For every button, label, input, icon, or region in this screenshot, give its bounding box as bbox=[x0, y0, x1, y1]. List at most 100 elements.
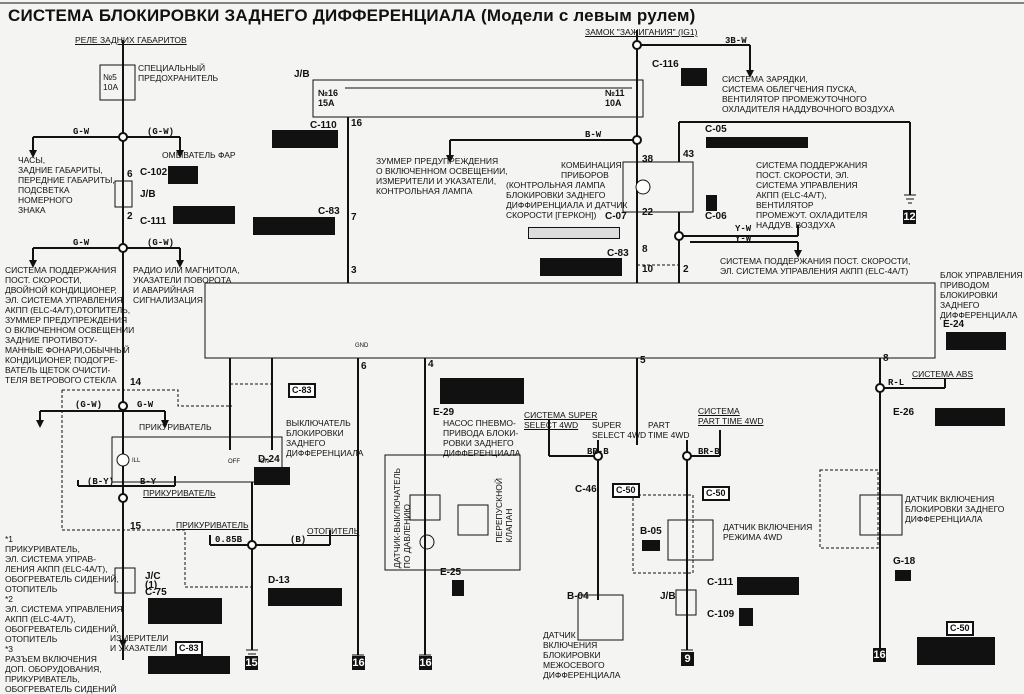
label-rear-diff-sensor: ДАТЧИК ВКЛЮЧЕНИЯ БЛОКИРОВКИ ЗАДНЕГО ДИФФ… bbox=[905, 494, 1005, 524]
label-ill: ILL bbox=[132, 458, 141, 464]
pin-38: 38 bbox=[642, 154, 654, 165]
fuse-16: №16 15A bbox=[318, 88, 339, 108]
label-cruise-group: СИСТЕМА ПОДДЕРЖАНИЯ ПОСТ. СКОРОСТИ, ДВОЙ… bbox=[5, 265, 135, 385]
connector-b05: B-05 bbox=[640, 526, 662, 537]
pin-2: 2 bbox=[127, 211, 133, 222]
connector-c111-bottom: C-111 bbox=[707, 577, 734, 588]
pin-16: 16 bbox=[351, 118, 363, 129]
pin-7: 7 bbox=[351, 212, 357, 223]
connector-e24: E-24 bbox=[943, 319, 965, 330]
special-fuse-label: СПЕЦИАЛЬНЫЙ ПРЕДОХРАНИТЕЛЬ bbox=[138, 63, 219, 83]
wire-gw-paren-3: (G-W) bbox=[75, 400, 103, 410]
connector-e26-icon bbox=[935, 408, 1005, 426]
connector-e25-icon bbox=[452, 580, 464, 596]
junction-block-left: J/B bbox=[140, 189, 156, 200]
ignition-switch-label: ЗАМОК "ЗАЖИГАНИЯ" (IG1) bbox=[585, 27, 698, 37]
tag-c50-3: C-50 bbox=[946, 621, 974, 636]
wire-gw-paren-2: (G-W) bbox=[147, 238, 175, 248]
pin-10: 10 bbox=[642, 264, 654, 275]
label-part-time: PART TIME 4WD bbox=[648, 420, 690, 440]
label-super-select-system: СИСТЕМА SUPER SELECT 4WD bbox=[524, 410, 598, 430]
connector-e25: E-25 bbox=[440, 567, 462, 578]
label-gauges: ИЗМЕРИТЕЛИ И УКАЗАТЕЛИ bbox=[110, 633, 169, 653]
pin-8: 8 bbox=[642, 244, 648, 255]
connector-d24: D-24 bbox=[258, 454, 280, 465]
connector-c110: C-110 bbox=[310, 120, 337, 131]
label-lock-switch: ВЫКЛЮЧАТЕЛЬ БЛОКИРОВКИ ЗАДНЕГО ДИФФЕРЕНЦ… bbox=[286, 418, 364, 458]
label-abs: СИСТЕМА ABS bbox=[912, 369, 974, 379]
connector-c05-icon bbox=[706, 137, 808, 148]
footnotes: *1 ПРИКУРИВАТЕЛЬ, ЭЛ. СИСТЕМА УПРАВ- ЛЕН… bbox=[5, 534, 123, 694]
label-heater: ОТОПИТЕЛЬ bbox=[307, 526, 360, 536]
connector-c75-icon bbox=[148, 598, 222, 624]
label-cigar-lighter-3: ПРИКУРИВАТЕЛЬ bbox=[176, 520, 249, 530]
wire-yw-2: Y-W bbox=[735, 234, 752, 244]
label-mode-4wd-sensor: ДАТЧИК ВКЛЮЧЕНИЯ РЕЖИМА 4WD bbox=[723, 522, 813, 542]
pin-15: 15 bbox=[130, 521, 142, 532]
ground-15: 15 bbox=[245, 656, 258, 670]
connector-c50-large-icon bbox=[917, 637, 995, 665]
connector-d24-icon bbox=[254, 467, 290, 485]
label-buzzer-group: ЗУММЕР ПРЕДУПРЕЖДЕНИЯ О ВКЛЮЧЕННОМ ОСВЕЩ… bbox=[376, 156, 508, 196]
rear-lamp-relay-label: РЕЛЕ ЗАДНИХ ГАБАРИТОВ bbox=[75, 35, 187, 45]
label-cruise-elc-fan: СИСТЕМА ПОДДЕРЖАНИЯ ПОСТ. СКОРОСТИ, ЭЛ. … bbox=[756, 160, 868, 230]
ground-9: 9 bbox=[681, 652, 694, 666]
connector-c83-left: C-83 bbox=[318, 206, 340, 217]
diagram-title: СИСТЕМА БЛОКИРОВКИ ЗАДНЕГО ДИФФЕРЕНЦИАЛА… bbox=[8, 6, 696, 25]
wire-bw: B-W bbox=[585, 130, 602, 140]
label-part-time-system: СИСТЕМА PART TIME 4WD bbox=[698, 406, 764, 426]
connector-c46: C-46 bbox=[575, 484, 597, 495]
wire-brb-1: BR-B bbox=[587, 447, 609, 457]
label-super-select: SUPER SELECT 4WD bbox=[592, 420, 647, 440]
pin-8-rl: 8 bbox=[883, 353, 889, 364]
junction-block-top: J/B bbox=[294, 69, 310, 80]
wire-brb-2: BR-B bbox=[698, 447, 720, 457]
tag-c83-bottom: C-83 bbox=[175, 641, 203, 656]
label-headlamp-washer: ОМЫВАТЕЛЬ ФАР bbox=[162, 150, 236, 160]
connector-c83-center-icon bbox=[540, 258, 622, 276]
connector-c75: C-75 bbox=[145, 587, 167, 598]
connector-b04: B-04 bbox=[567, 591, 589, 602]
wire-rl: R-L bbox=[888, 378, 905, 388]
pin-4: 4 bbox=[428, 359, 434, 370]
connector-c07: C-07 bbox=[605, 211, 627, 222]
connector-c06: C-06 bbox=[705, 211, 727, 222]
label-pressure-switch: ДАТЧИК-ВЫКЛЮЧАТЕЛЬ ПО ДАВЛЕНИЮ bbox=[392, 468, 412, 569]
label-charging-group: СИСТЕМА ЗАРЯДКИ, СИСТЕМА ОБЛЕГЧЕНИЯ ПУСК… bbox=[722, 74, 895, 114]
label-clock-group: ЧАСЫ, ЗАДНИЕ ГАБАРИТЫ, ПЕРЕДНИЕ ГАБАРИТЫ… bbox=[18, 155, 115, 215]
connector-c109: C-109 bbox=[707, 609, 735, 620]
connector-c83-center: C-83 bbox=[607, 248, 629, 259]
connector-c109-icon bbox=[739, 608, 753, 626]
wire-by: B-Y bbox=[140, 477, 157, 487]
connector-c06-icon bbox=[706, 195, 717, 211]
pin-5: 5 bbox=[640, 355, 646, 366]
label-gnd: GND bbox=[355, 343, 369, 349]
label-cigar-lighter-1: ПРИКУРИВАТЕЛЬ bbox=[139, 422, 212, 432]
connector-e29-icon bbox=[440, 378, 524, 404]
wire-3bw: 3B-W bbox=[725, 36, 747, 46]
connector-g18: G-18 bbox=[893, 556, 916, 567]
tag-c50-2: C-50 bbox=[702, 486, 730, 501]
connector-c83-bottom-icon bbox=[148, 656, 230, 674]
pin-14: 14 bbox=[130, 377, 142, 388]
connector-e29: E-29 bbox=[433, 407, 455, 418]
ground-16-b: 16 bbox=[419, 656, 432, 670]
wire-gw-paren-1: (G-W) bbox=[147, 127, 175, 137]
wire-yw-1: Y-W bbox=[735, 224, 752, 234]
connector-c102: C-102 bbox=[140, 167, 168, 178]
wire-by-paren: (B-Y) bbox=[87, 477, 115, 487]
connector-g18-icon bbox=[895, 570, 911, 581]
label-cruise-elc: СИСТЕМА ПОДДЕРЖАНИЯ ПОСТ. СКОРОСТИ, ЭЛ. … bbox=[720, 256, 911, 276]
label-center-diff-sensor: ДАТЧИК ВКЛЮЧЕНИЯ БЛОКИРОВКИ МЕЖОСЕВОГО Д… bbox=[543, 630, 621, 680]
ground-16-a: 16 bbox=[352, 656, 365, 670]
connector-d13-icon bbox=[268, 588, 342, 606]
label-bypass-valve: ПЕРЕПУСКНОЙ КЛАПАН bbox=[494, 478, 514, 543]
pin-6-gnd: 6 bbox=[361, 361, 367, 372]
label-on: ON bbox=[260, 459, 269, 465]
connector-c110-icon bbox=[272, 130, 338, 148]
label-radio-group: РАДИО ИЛИ МАГНИТОЛА, УКАЗАТЕЛИ ПОВОРОТА … bbox=[133, 265, 240, 305]
connector-c111: C-111 bbox=[140, 216, 167, 227]
fuse-5: №5 10A bbox=[103, 72, 119, 92]
label-combination-meter-note: (КОНТРОЛЬНАЯ ЛАМПА БЛОКИРОВКИ ЗАДНЕГО ДИ… bbox=[506, 180, 628, 220]
connector-c05: C-05 bbox=[705, 124, 727, 135]
